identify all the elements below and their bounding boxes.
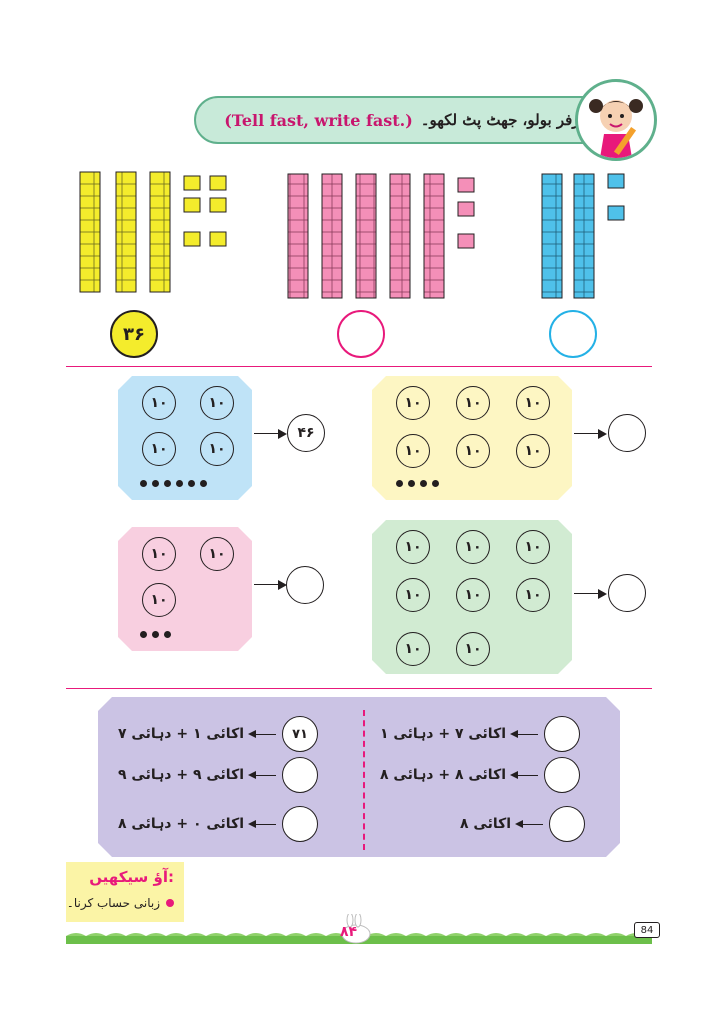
ten-token: ۱۰ <box>456 632 490 666</box>
arrow-left-icon <box>510 770 539 779</box>
blue-answer-circle[interactable] <box>549 310 597 358</box>
answer-circle-green[interactable] <box>608 574 646 612</box>
arrow-left-icon <box>510 729 539 738</box>
ten-token: ۱۰ <box>200 537 234 571</box>
page-number: 84 <box>634 922 660 938</box>
ones-dots <box>140 631 171 638</box>
ten-token: ۱۰ <box>142 583 176 617</box>
ten-token: ۱۰ <box>396 530 430 564</box>
arrow-head <box>278 580 287 590</box>
arrow-left-icon <box>248 770 277 779</box>
equation-text: اکائی ۱ + دہائی ۷ <box>118 726 245 742</box>
equation-answer[interactable] <box>282 757 319 793</box>
learning-item: زبانی حساب کرنا۔ <box>67 896 174 910</box>
ten-token: ۱۰ <box>516 530 550 564</box>
blue-rods <box>541 173 595 299</box>
title-urdu: فرفر بولو، جھٹ پٹ لکھو۔ <box>420 111 588 129</box>
ten-token: ۱۰ <box>396 434 430 468</box>
pink-rods <box>287 173 445 299</box>
equation-text: اکائی ۸ + دہائی ۸ <box>380 767 507 783</box>
divider-2 <box>66 688 652 689</box>
equation-left-1: اکائی ۱ + دہائی ۷ ۷۱ <box>118 716 319 752</box>
ten-token: ۱۰ <box>516 434 550 468</box>
ten-token: ۱۰ <box>516 386 550 420</box>
ten-token: ۱۰ <box>456 434 490 468</box>
arrow-left-icon <box>248 819 277 828</box>
blue-units <box>607 173 625 221</box>
arrow <box>574 593 600 594</box>
equation-answer[interactable] <box>544 716 581 752</box>
ten-token: ۱۰ <box>396 578 430 612</box>
arrow-left-icon <box>248 729 277 738</box>
card-pink: ۱۰ ۱۰ ۱۰ <box>118 527 252 651</box>
bullet-icon <box>166 899 174 907</box>
equation-box <box>98 697 620 857</box>
learning-note: آؤ سیکھیں: زبانی حساب کرنا۔ <box>66 862 184 922</box>
divider-1 <box>66 366 652 367</box>
arrow-head <box>598 429 607 439</box>
arrow-left-icon <box>515 819 544 828</box>
equation-text: اکائی ۷ + دہائی ۱ <box>380 726 507 742</box>
ten-token: ۱۰ <box>456 578 490 612</box>
arrow-head <box>598 589 607 599</box>
equation-right-2: اکائی ۸ + دہائی ۸ <box>380 757 581 793</box>
ten-token: ۱۰ <box>142 537 176 571</box>
ten-token: ۱۰ <box>142 386 176 420</box>
arrow <box>254 433 280 434</box>
base-ten-blocks <box>79 171 625 299</box>
ones-dots <box>140 480 207 487</box>
ten-token: ۱۰ <box>456 386 490 420</box>
card-yellow: ۱۰ ۱۰ ۱۰ ۱۰ ۱۰ ۱۰ <box>372 376 572 500</box>
arrow <box>254 584 280 585</box>
card-green: ۱۰ ۱۰ ۱۰ ۱۰ ۱۰ ۱۰ ۱۰ ۱۰ <box>372 520 572 674</box>
learning-title: آؤ سیکھیں: <box>89 868 174 886</box>
bunny-icon <box>336 912 376 944</box>
answer-circle-yellow[interactable] <box>608 414 646 452</box>
card-blue: ۱۰ ۱۰ ۱۰ ۱۰ <box>118 376 252 500</box>
title-banner: (Tell fast, write fast.) فرفر بولو، جھٹ … <box>194 96 618 144</box>
ten-token: ۱۰ <box>396 632 430 666</box>
equation-right-1: اکائی ۷ + دہائی ۱ <box>380 716 581 752</box>
ten-token: ۱۰ <box>516 578 550 612</box>
ten-token: ۱۰ <box>200 432 234 466</box>
equation-answer[interactable] <box>282 806 319 842</box>
answer-circle-blue: ۴۶ <box>287 414 325 452</box>
girl-mascot-icon <box>575 79 657 161</box>
pink-units <box>457 177 475 249</box>
equation-answer[interactable] <box>544 757 581 793</box>
equation-right-3: اکائی ۸ <box>460 806 586 842</box>
ten-token: ۱۰ <box>142 432 176 466</box>
equation-text: اکائی ۰ + دہائی ۸ <box>118 816 245 832</box>
equation-text: اکائی ۹ + دہائی ۹ <box>118 767 245 783</box>
ten-token: ۱۰ <box>200 386 234 420</box>
answer-circle-pink[interactable] <box>286 566 324 604</box>
yellow-answer-circle: ۳۶ <box>110 310 158 358</box>
dashed-divider <box>363 710 365 850</box>
ten-token: ۱۰ <box>396 386 430 420</box>
ones-dots <box>396 480 439 487</box>
pink-answer-circle[interactable] <box>337 310 385 358</box>
equation-answer: ۷۱ <box>282 716 319 752</box>
title-english: (Tell fast, write fast.) <box>224 110 413 130</box>
equation-text: اکائی ۸ <box>460 816 512 832</box>
ten-token: ۱۰ <box>456 530 490 564</box>
equation-left-3: اکائی ۰ + دہائی ۸ <box>118 806 319 842</box>
equation-answer[interactable] <box>549 806 586 842</box>
urdu-page-number: ۸۴ <box>340 924 358 940</box>
yellow-rods <box>79 171 171 293</box>
equation-left-2: اکائی ۹ + دہائی ۹ <box>118 757 319 793</box>
arrow-head <box>278 429 287 439</box>
arrow <box>574 433 600 434</box>
yellow-units <box>183 175 227 247</box>
learning-item-text: زبانی حساب کرنا۔ <box>66 896 160 910</box>
